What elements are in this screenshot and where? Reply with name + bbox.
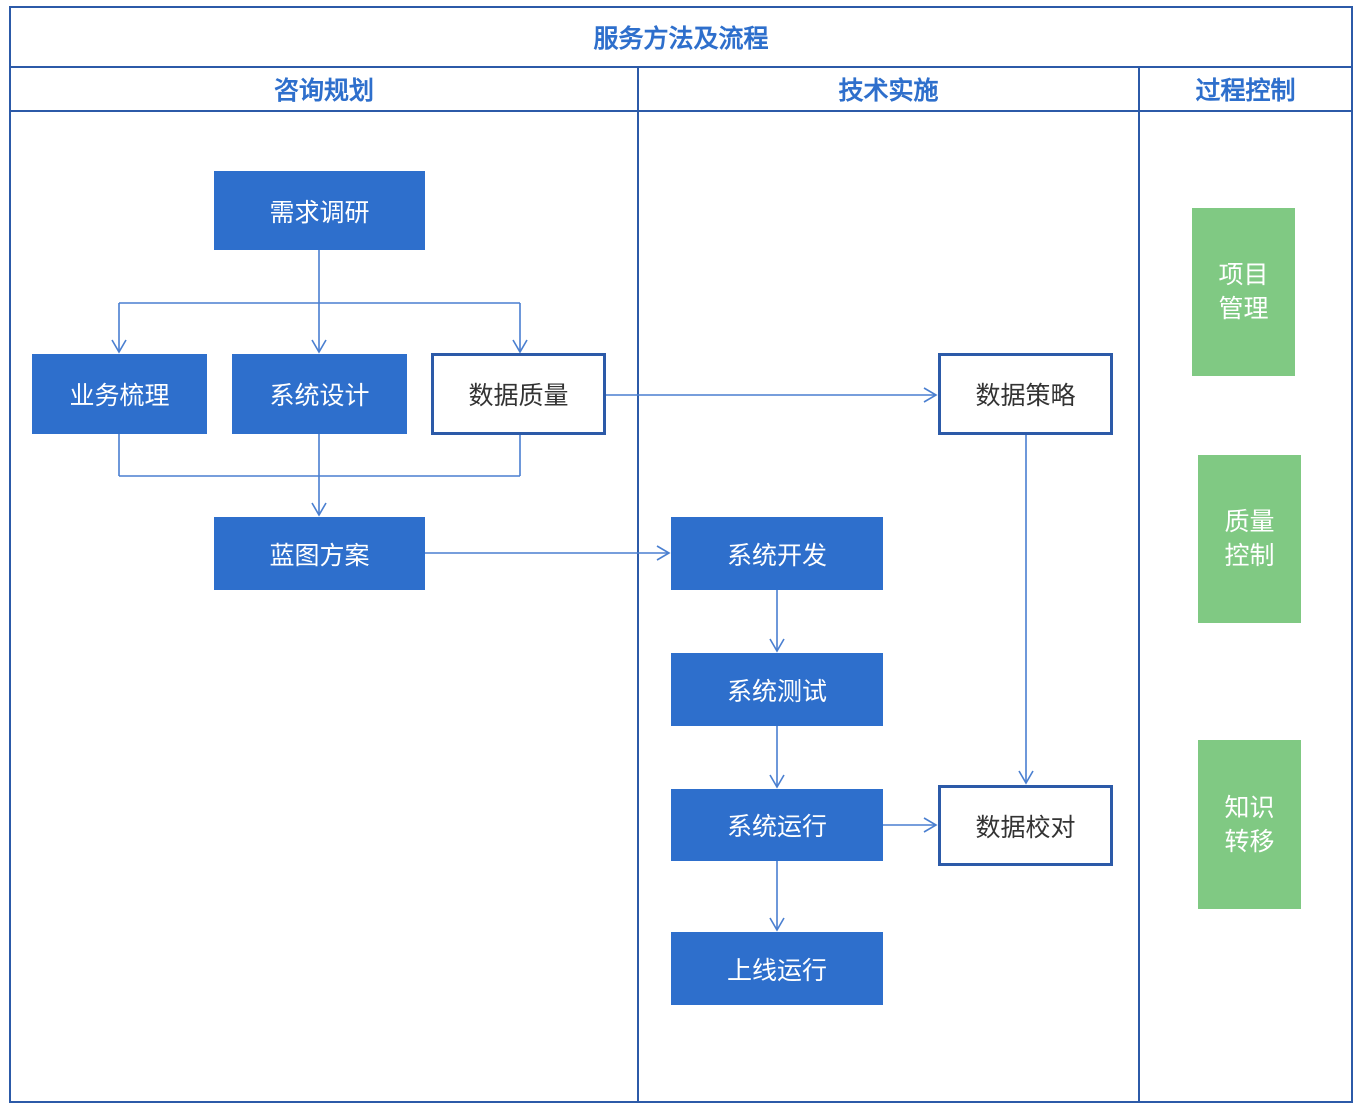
control-knowledge-transfer-line2: 转移 [1224,826,1275,856]
node-system-test: 系统测试 [671,653,883,726]
control-quality-control: 质量 控制 [1198,455,1301,623]
node-blueprint: 蓝图方案 [214,517,425,590]
node-business: 业务梳理 [32,354,207,434]
column-header-control: 过程控制 [1195,76,1296,105]
control-project-management: 项目 管理 [1192,208,1295,376]
control-project-management-line2: 管理 [1218,294,1269,323]
node-system-run: 系统运行 [671,789,883,861]
node-go-live: 上线运行 [671,932,883,1005]
diagram-title: 服务方法及流程 [593,24,769,53]
control-knowledge-transfer-line1: 知识 [1224,792,1275,822]
node-data-quality: 数据质量 [431,353,606,435]
node-system-design: 系统设计 [232,354,407,434]
control-quality-control-line2: 控制 [1224,541,1275,570]
connectors [111,250,1034,932]
column-header-implementation: 技术实施 [838,76,939,105]
node-data-check: 数据校对 [938,785,1113,866]
node-data-strategy: 数据策略 [938,353,1113,435]
node-requirements: 需求调研 [214,171,425,250]
node-system-dev: 系统开发 [671,517,883,590]
control-quality-control-line1: 质量 [1224,507,1275,536]
outer-frame [9,6,1353,1103]
control-project-management-line1: 项目 [1218,260,1269,289]
control-knowledge-transfer: 知识 转移 [1198,740,1301,909]
column-header-consulting: 咨询规划 [273,76,374,105]
